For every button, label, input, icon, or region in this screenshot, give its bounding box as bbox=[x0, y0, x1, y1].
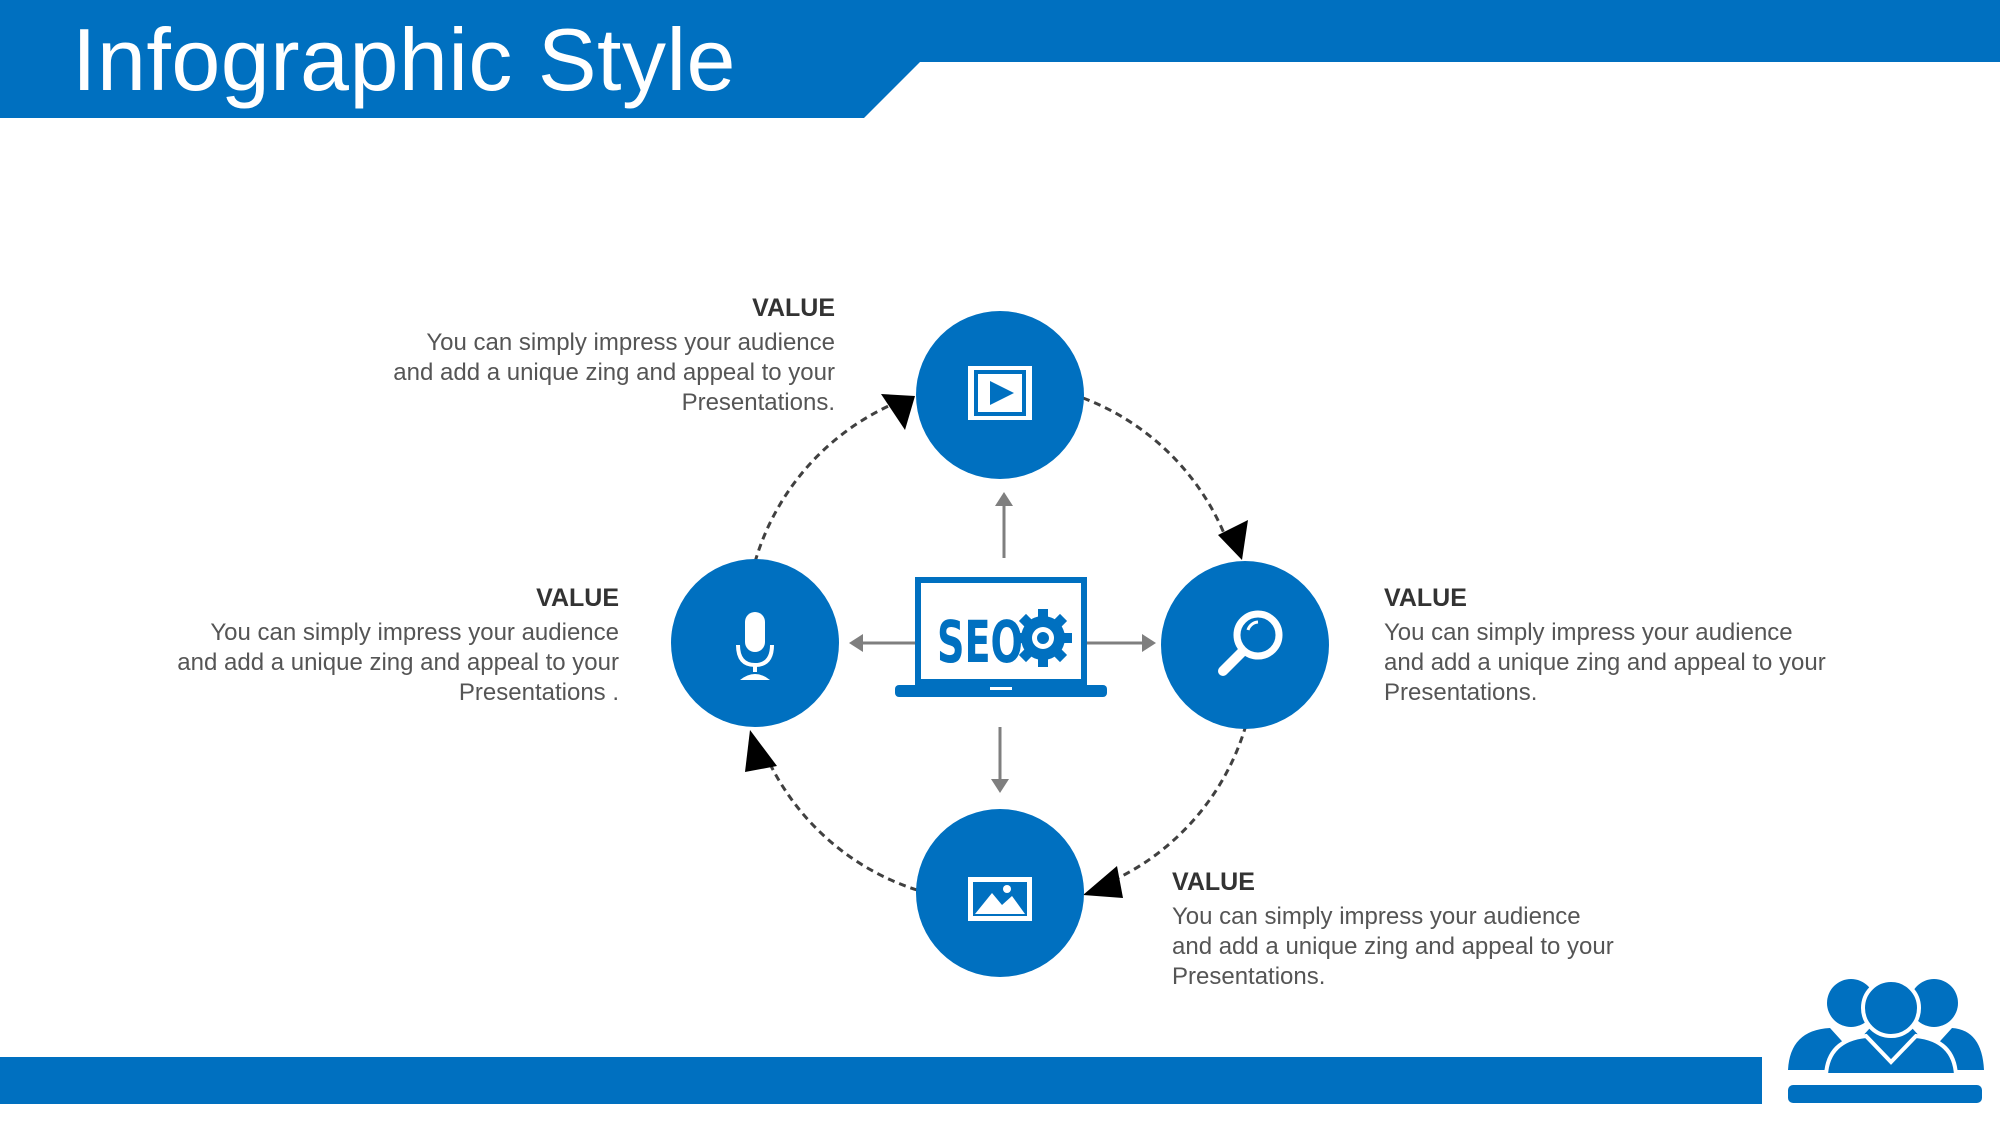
callout-bottom-text: You can simply impress your audience and… bbox=[1172, 903, 1614, 990]
callout-left-text: You can simply impress your audience and… bbox=[177, 619, 619, 706]
callout-top: VALUE You can simply impress your audien… bbox=[315, 292, 835, 418]
arrowhead-bottom bbox=[1083, 866, 1123, 898]
callout-top-text: You can simply impress your audience and… bbox=[393, 329, 835, 416]
node-left bbox=[671, 559, 839, 727]
arrowhead-top bbox=[881, 394, 915, 430]
image-icon bbox=[968, 877, 1032, 921]
callout-right: VALUE You can simply impress your audien… bbox=[1384, 582, 1904, 708]
callout-left-heading: VALUE bbox=[536, 584, 619, 612]
laptop-icon bbox=[895, 577, 1107, 697]
center-arrows bbox=[849, 492, 1156, 793]
node-right bbox=[1161, 561, 1329, 729]
connector-right-to-bottom bbox=[1111, 724, 1248, 883]
seo-label: SEO bbox=[937, 608, 1023, 676]
arrowhead-left bbox=[745, 730, 777, 772]
callout-left: VALUE You can simply impress your audien… bbox=[99, 582, 619, 708]
video-icon bbox=[968, 366, 1032, 420]
gear-icon bbox=[1014, 609, 1072, 667]
footer-bar bbox=[0, 1057, 1762, 1104]
page-title: Infographic Style bbox=[72, 10, 736, 109]
connector-left-to-top bbox=[753, 402, 894, 563]
search-icon bbox=[1218, 610, 1283, 676]
cycle-connectors bbox=[753, 396, 1248, 892]
connector-bottom-to-left bbox=[762, 750, 918, 892]
header-banner bbox=[0, 0, 2000, 118]
node-bottom bbox=[916, 809, 1084, 977]
callout-right-text: You can simply impress your audience and… bbox=[1384, 619, 1826, 706]
callout-bottom: VALUE You can simply impress your audien… bbox=[1172, 866, 1692, 992]
team-icon bbox=[1788, 978, 1984, 1103]
arrowhead-right bbox=[1218, 520, 1248, 560]
callout-bottom-heading: VALUE bbox=[1172, 868, 1255, 896]
callout-top-heading: VALUE bbox=[752, 294, 835, 322]
node-top bbox=[916, 311, 1084, 479]
callout-right-heading: VALUE bbox=[1384, 584, 1467, 612]
connector-top-to-right bbox=[1082, 396, 1231, 547]
cycle-arrowheads bbox=[745, 394, 1248, 898]
microphone-icon bbox=[736, 612, 774, 680]
